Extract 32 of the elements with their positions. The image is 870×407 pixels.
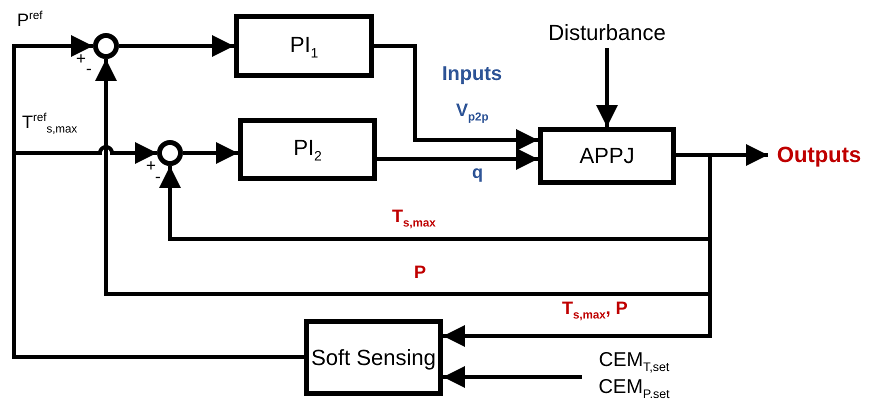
edge-label: T$_{s,max}$ — [392, 206, 436, 232]
arrow — [443, 366, 582, 388]
arrow — [443, 153, 712, 347]
summing-junction — [157, 140, 183, 166]
block-box — [304, 319, 443, 396]
arrow — [596, 48, 618, 127]
sign-label: - — [155, 168, 161, 185]
signal-label: CEM$_{P.set}$ — [598, 375, 670, 402]
sign-label: - — [86, 60, 92, 77]
block-box — [538, 127, 676, 185]
summing-junction — [93, 33, 119, 59]
arrow — [374, 44, 538, 151]
block-box — [234, 14, 374, 78]
group-label: Inputs — [442, 62, 502, 86]
edge-label: P — [414, 262, 426, 284]
arrow — [119, 35, 234, 57]
arrow — [377, 148, 538, 170]
block-label: PI$_{1}$ — [290, 30, 318, 62]
edge-label: P$^{ref}$ — [17, 10, 42, 32]
sign-label: + — [146, 157, 156, 174]
block-label: APPJ — [579, 142, 635, 170]
sign-label: + — [76, 50, 86, 67]
edge-label: T$_{s,max}$, P — [562, 298, 628, 324]
signal-label: CEM$_{T,set}$ — [598, 348, 670, 375]
arrow — [183, 142, 238, 164]
block-label: Soft Sensing — [311, 344, 436, 372]
block-box — [238, 118, 377, 181]
edge-label: q — [472, 162, 483, 184]
signal-label: Disturbance — [548, 19, 666, 47]
block-label: PI$_{2}$ — [293, 134, 322, 165]
signal-label: Outputs — [776, 141, 862, 169]
edge-label: V$_{p2p}$ — [456, 100, 488, 126]
